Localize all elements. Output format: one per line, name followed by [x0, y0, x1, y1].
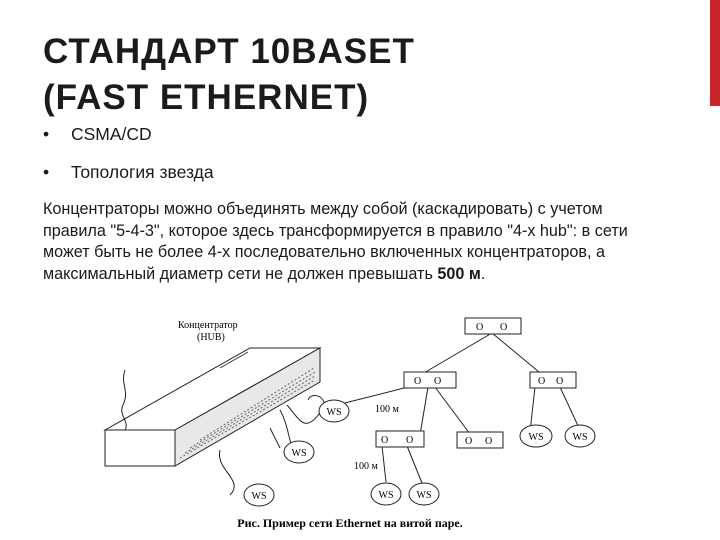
bullet-text: CSMA/CD [71, 124, 152, 144]
link-left-right [434, 386, 471, 435]
port-label: O [485, 436, 492, 447]
ws-node [564, 424, 596, 448]
ws-label: WS [327, 407, 342, 418]
bullet-item: • Топология звезда [43, 162, 214, 200]
port-label: O [538, 376, 545, 387]
ws-node [318, 399, 350, 423]
title-line-1: СТАНДАРТ 10BASET [43, 32, 415, 71]
hub-device [103, 347, 322, 467]
link-mid-ws1 [381, 445, 387, 483]
title-line-2: (FAST ETHERNET) [43, 78, 370, 117]
link-right-ws1 [529, 386, 536, 433]
middle-hub: O O [375, 430, 425, 448]
link-right-ws2 [559, 386, 581, 431]
port-label: O [434, 376, 441, 387]
bullet-text: Топология звезда [71, 162, 214, 182]
ws-label: WS [573, 432, 588, 443]
link-left-mid [419, 386, 429, 436]
figure-caption: Рис. Пример сети Ethernet на витой паре. [237, 516, 462, 530]
ws-label: WS [529, 432, 544, 443]
distance-label: 100 м [354, 461, 379, 472]
ws-node [519, 424, 553, 448]
link-root-left [416, 332, 493, 378]
left-hub: O O [403, 371, 457, 389]
hub-label: Концентратор [178, 320, 238, 331]
port-label: O [500, 322, 507, 333]
port-label: O [465, 436, 472, 447]
paragraph-end: . [480, 264, 486, 283]
root-hub: O O [464, 317, 522, 335]
ws-node [408, 482, 440, 506]
ws-label: WS [379, 490, 394, 501]
body-paragraph: Концентраторы можно объединять между соб… [43, 199, 633, 285]
bullet-list: • CSMA/CD • Топология звезда [43, 124, 214, 200]
port-label: O [406, 435, 413, 446]
distance-label: 100 м [375, 404, 400, 415]
bullet-dot-icon: • [43, 162, 50, 182]
cable-ws3 [219, 449, 235, 496]
port-label: O [381, 435, 388, 446]
slide-title: СТАНДАРТ 10BASET (FAST ETHERNET) [43, 29, 415, 121]
bullet-item: • CSMA/CD [43, 124, 214, 162]
cable-mid [269, 427, 281, 449]
port-label: O [414, 376, 421, 387]
ws-node [243, 483, 275, 507]
ws-label: WS [252, 491, 267, 502]
link-left-ws [336, 386, 409, 406]
accent-bar [710, 0, 720, 106]
ws-label: WS [417, 490, 432, 501]
ws-node [283, 440, 315, 464]
port-label: O [476, 322, 483, 333]
ws-label: WS [292, 448, 307, 459]
cable-in [121, 369, 127, 431]
right-hub: O O [529, 371, 577, 389]
cable-ws1 [286, 395, 325, 424]
link-root-right [491, 332, 546, 378]
paragraph-bold-value: 500 м [437, 264, 481, 283]
hub-label-sub: (HUB) [197, 332, 225, 343]
bullet-dot-icon: • [43, 124, 50, 144]
network-diagram: O O O O O O O O O O Концентратор (HUB) 1… [103, 317, 596, 530]
ws-node [370, 482, 402, 506]
bottom-hub: O O [456, 431, 504, 449]
link-mid-ws2 [406, 445, 423, 484]
paragraph-text: Концентраторы можно объединять между соб… [43, 200, 628, 283]
port-label: O [556, 376, 563, 387]
